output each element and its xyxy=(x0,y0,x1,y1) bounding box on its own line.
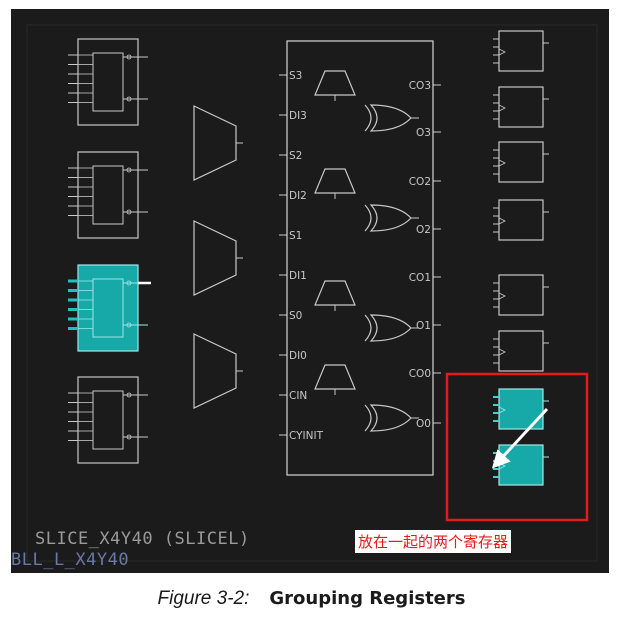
carry-mux xyxy=(314,168,356,194)
carry-pin-o0: O0 xyxy=(416,418,431,430)
tile-name-label: BLL_L_X4Y40 xyxy=(11,550,130,570)
lut[interactable] xyxy=(68,38,148,126)
carry-pin-cin: CIN xyxy=(289,390,307,402)
flip-flop[interactable] xyxy=(493,199,549,241)
figure-title: Grouping Registers xyxy=(269,588,466,609)
carry-internal-logic xyxy=(314,70,419,432)
carry-pin-s2: S2 xyxy=(289,150,302,162)
wide-mux[interactable] xyxy=(193,220,243,296)
grouped-registers[interactable] xyxy=(493,388,549,486)
carry-pin-di3: DI3 xyxy=(289,110,307,122)
carry-pin-co2: CO2 xyxy=(409,176,431,188)
carry-pin-s0: S0 xyxy=(289,310,302,322)
carry-pin-co1: CO1 xyxy=(409,272,431,284)
carry-pin-s3: S3 xyxy=(289,70,302,82)
carry-pin-s1: S1 xyxy=(289,230,302,242)
wide-mux[interactable] xyxy=(193,333,243,409)
carry-pin-di0: DI0 xyxy=(289,350,307,362)
register-selected[interactable] xyxy=(493,444,549,486)
xor-gate xyxy=(369,404,412,432)
carry-pin-cyinit: CYINIT xyxy=(289,430,324,442)
carry-mux xyxy=(314,364,356,390)
xor-gate xyxy=(369,314,412,342)
figure-caption: Figure 3-2: Grouping Registers xyxy=(0,588,623,610)
wide-mux[interactable] xyxy=(193,105,243,181)
carry-pin-di2: DI2 xyxy=(289,190,307,202)
carry-pin-di1: DI1 xyxy=(289,270,307,282)
flip-flop[interactable] xyxy=(493,86,549,128)
flip-flop-column xyxy=(493,30,549,372)
mux-column xyxy=(193,105,243,409)
figure-number: Figure 3-2: xyxy=(157,588,250,609)
carry-pin-o3: O3 xyxy=(416,127,431,139)
carry-mux xyxy=(314,70,356,96)
flip-flop[interactable] xyxy=(493,330,549,372)
carry-pin-o2: O2 xyxy=(416,224,431,236)
carry-pin-co3: CO3 xyxy=(409,80,431,92)
annotation-label: 放在一起的两个寄存器 xyxy=(355,530,512,553)
carry-mux xyxy=(314,280,356,306)
lut-column xyxy=(68,38,151,464)
xor-gate xyxy=(369,104,412,132)
lut[interactable] xyxy=(68,376,148,464)
lut-selected[interactable] xyxy=(68,264,151,352)
lut[interactable] xyxy=(68,151,148,239)
slice-name-label: SLICE_X4Y40 (SLICEL) xyxy=(35,529,250,549)
xor-gate xyxy=(369,204,412,232)
slice-boundary xyxy=(26,24,598,562)
flip-flop[interactable] xyxy=(493,274,549,316)
grouped-registers-highlight xyxy=(445,372,589,522)
carry-pin-co0: CO0 xyxy=(409,368,431,380)
move-arrow xyxy=(491,407,549,469)
flip-flop[interactable] xyxy=(493,141,549,183)
register-selected[interactable] xyxy=(493,388,549,430)
flip-flop[interactable] xyxy=(493,30,549,72)
carry-pin-o1: O1 xyxy=(416,320,431,332)
